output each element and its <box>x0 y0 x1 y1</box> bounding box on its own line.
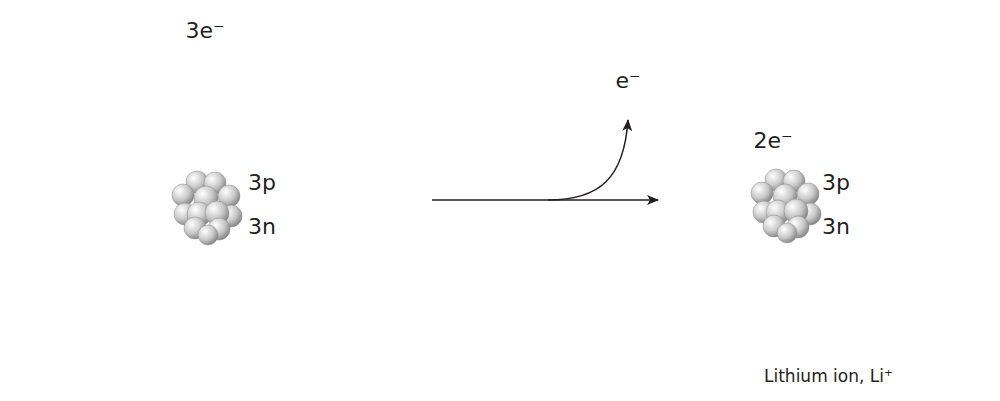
sphere-outline <box>6 1 405 400</box>
electron-count: 2e⁻ <box>753 128 792 153</box>
sphere-outline <box>673 119 907 353</box>
electron-cloud-sphere <box>672 118 907 353</box>
electron-symbol: e⁻ <box>615 68 640 93</box>
reaction-arrow <box>432 199 658 201</box>
ion-label: Lithium ion, Li⁺ <box>764 366 893 386</box>
electron-release-arrow <box>548 120 628 200</box>
lithium-ion-nucleus <box>751 169 821 243</box>
electron-count: 3e⁻ <box>185 18 224 43</box>
atom-sphere: 3e⁻ 3p 3n <box>5 0 405 400</box>
electron-cloud-sphere <box>5 0 405 400</box>
lithium-atom-nucleus <box>172 171 242 245</box>
nucleon-count: 3p 3n <box>822 161 850 249</box>
ion-sphere: 2e⁻3p 3nLithium ion, Li⁺ <box>672 118 907 353</box>
nucleon-count: 3p 3n <box>248 161 276 249</box>
